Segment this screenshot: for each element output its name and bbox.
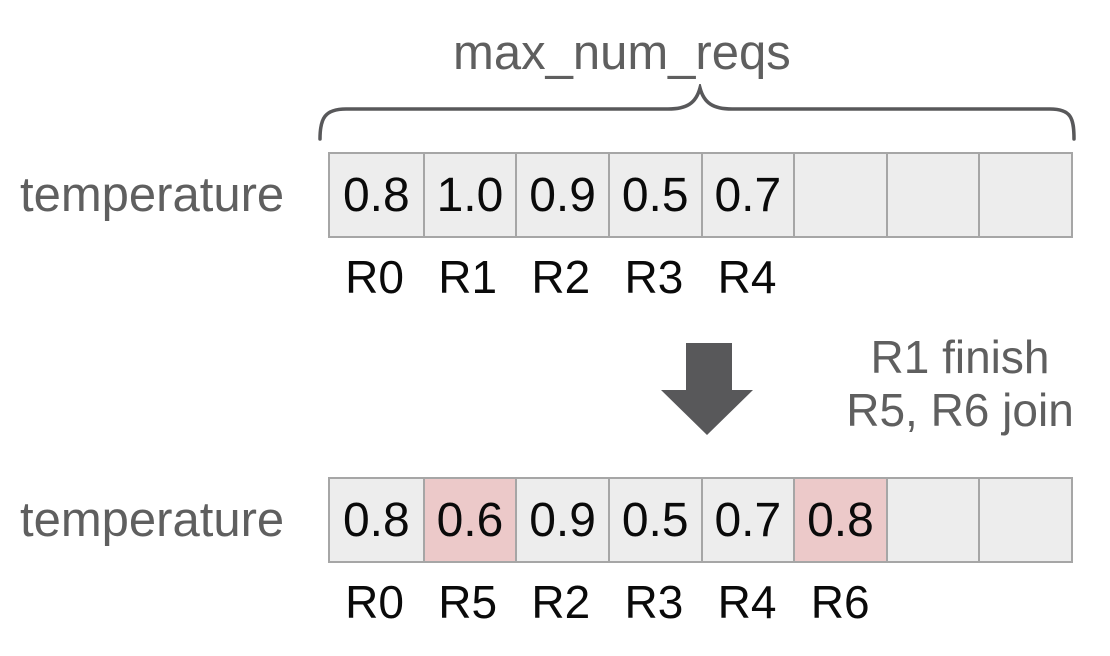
request-label: R5: [438, 576, 498, 628]
temp-cell-empty: [885, 154, 979, 236]
request-label: [887, 251, 980, 303]
request-label: R1: [438, 251, 498, 303]
temp-cell-highlighted: 0.6: [422, 479, 516, 561]
temperature-array-after: 0.8 0.6 0.9 0.5 0.7 0.8: [328, 477, 1073, 563]
request-label: [980, 576, 1073, 628]
temp-cell: 0.9: [515, 154, 608, 236]
temp-cell: 0.8: [330, 479, 423, 561]
request-label: R0: [345, 576, 404, 628]
request-label: R3: [624, 576, 684, 628]
request-label: R0: [345, 251, 404, 303]
request-label: [887, 576, 980, 628]
request-labels-after: R0 R5 R2 R3 R4 R6: [328, 576, 1073, 628]
brace-icon: [316, 81, 1078, 144]
temp-cell: 0.9: [515, 479, 608, 561]
request-label: R2: [531, 251, 591, 303]
temp-cell: 0.5: [607, 479, 701, 561]
request-label: R4: [717, 251, 777, 303]
max-num-reqs-title: max_num_reqs: [453, 26, 791, 80]
temperature-label-after: temperature: [20, 493, 285, 547]
request-label: R4: [717, 576, 777, 628]
request-label: [980, 251, 1073, 303]
request-label: R2: [531, 576, 591, 628]
temp-cell-empty: [978, 154, 1071, 236]
temp-cell-highlighted: 0.8: [793, 479, 886, 561]
transition-caption-line1: R1 finish: [870, 331, 1050, 383]
temp-cell: 0.7: [700, 479, 794, 561]
transition-caption: R1 finish R5, R6 join: [820, 331, 1100, 437]
temp-cell: 0.5: [607, 154, 701, 236]
temperature-label-before: temperature: [20, 168, 285, 222]
temp-cell-empty: [793, 154, 886, 236]
request-label: R6: [810, 576, 870, 628]
request-label: R3: [624, 251, 684, 303]
temperature-array-before: 0.8 1.0 0.9 0.5 0.7: [328, 152, 1073, 238]
temp-cell-empty: [978, 479, 1071, 561]
transition-caption-line2: R5, R6 join: [846, 384, 1074, 436]
temp-cell: 0.7: [700, 154, 794, 236]
down-arrow-icon: [661, 343, 753, 435]
request-label: [794, 251, 887, 303]
temp-cell: 1.0: [422, 154, 516, 236]
request-labels-before: R0 R1 R2 R3 R4: [328, 251, 1073, 303]
temp-cell: 0.8: [330, 154, 423, 236]
temp-cell-empty: [885, 479, 979, 561]
